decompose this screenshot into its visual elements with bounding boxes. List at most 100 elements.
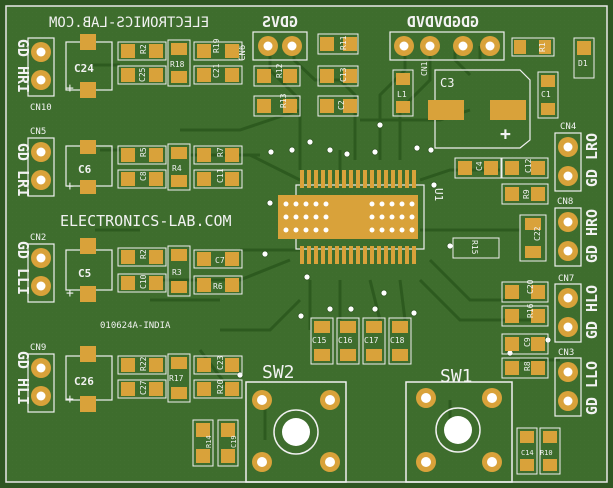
board-outline [5, 5, 608, 483]
c14-label: C14 [521, 449, 534, 457]
smd-row4: R22 C27 R17 C23 R20 [117, 353, 243, 403]
c18-label: C18 [390, 336, 405, 345]
cn5-header: CN5 GD LRI [14, 127, 55, 197]
smd-right-mid: C4 C12 R9 [454, 157, 549, 205]
r20-label: R20 [216, 379, 225, 394]
r3-label: R3 [172, 268, 182, 277]
smd-c22-r15: C22 R15 [452, 214, 547, 262]
c25-label: C25 [138, 67, 147, 82]
cn4-label: CN4 [560, 122, 576, 132]
c5-label: C5 [78, 267, 91, 280]
c2-label: C2 [337, 100, 346, 110]
top-mirrored-text: ELECTRONICS-LAB.COM [49, 15, 209, 31]
c24-cap: C24 + [65, 34, 113, 98]
c16-label: C16 [338, 336, 353, 345]
r22-label: R22 [139, 356, 148, 371]
r2-top-label: R2 [139, 44, 148, 54]
l1-inductor: L1 [392, 69, 414, 117]
c24-plus: + [66, 81, 74, 96]
c3-plus: + [500, 124, 511, 145]
c19-label: C19 [230, 435, 238, 448]
r12-label: R12 [275, 63, 284, 78]
gdvs-label: GDVS [262, 13, 298, 31]
vias [236, 106, 552, 379]
c6-plus: + [66, 179, 74, 194]
r4-label: R4 [172, 164, 182, 173]
c12-label: C12 [524, 158, 533, 173]
r6-label: R6 [213, 282, 223, 291]
smd-top-mid: R11 R12 C13 R13 C2 [253, 33, 359, 117]
gd-llo-label: GD LLO [583, 361, 601, 415]
c9-label: C9 [523, 337, 532, 347]
d1-label: D1 [578, 59, 588, 68]
gd-lri-label: GD LRI [14, 143, 32, 197]
r18-label: R18 [170, 60, 185, 69]
c7-label: C7 [215, 256, 225, 265]
sw2-label: SW2 [262, 362, 295, 383]
c27-label: C27 [139, 380, 148, 395]
r15-label: R15 [470, 240, 479, 255]
gd-hli-label: GD HLI [14, 351, 32, 405]
cn3-label: CN3 [558, 348, 574, 358]
gd-lro-label: GD LRO [583, 133, 601, 187]
smd-top-right: R1 C1 D1 [511, 37, 595, 119]
gd-hro-label: GD HRO [583, 209, 601, 263]
r16-label: R16 [526, 303, 535, 318]
smd-row1: R2 C25 R18 R19 C21 [117, 38, 243, 87]
main-title-text: ELECTRONICS-LAB.COM [60, 212, 232, 230]
c20-label: C20 [526, 279, 535, 294]
u1-footprint: U1 [278, 170, 445, 264]
cn2-label: CN2 [30, 233, 46, 243]
c3-label: C3 [440, 76, 454, 90]
cn7-label: CN7 [558, 274, 574, 284]
c10-label: C10 [139, 274, 148, 289]
cn10-header: CN10 GD HRI [14, 37, 55, 113]
c22-label: C22 [533, 226, 542, 241]
c6-label: C6 [78, 163, 92, 176]
c8-label: C8 [139, 171, 148, 181]
c1-label: C1 [541, 90, 551, 99]
l1-label: L1 [397, 90, 407, 99]
cn9-header: CN9 GD HLI [14, 343, 55, 413]
c23-label: C23 [216, 355, 225, 370]
smd-row2: R5 C8 R4 R7 C11 [117, 143, 243, 191]
c17-label: C17 [364, 336, 379, 345]
r8-label: R8 [523, 361, 532, 371]
c3-cap: C3 + [428, 69, 531, 149]
r10-label: R10 [540, 449, 553, 457]
c26-cap: C26 + [65, 346, 113, 412]
cn3-header: CN3 GD LLO [554, 348, 601, 417]
cn5-label: CN5 [30, 127, 46, 137]
cn8-label: CN8 [557, 197, 573, 207]
cn6-header: CN6 [238, 31, 308, 61]
r9-label: R9 [522, 189, 531, 199]
smd-right-lower: C20 R16 C9 R8 [501, 279, 549, 379]
r14-c19: R14 C19 [192, 419, 239, 467]
r17-label: R17 [169, 374, 184, 383]
r19-label: R19 [212, 38, 221, 53]
cn1-label: CN1 [420, 61, 429, 76]
c5-plus: + [66, 286, 74, 301]
c21-label: C21 [212, 63, 221, 78]
r2-mid-label: R2 [139, 249, 148, 259]
c6-cap: C6 + [65, 140, 113, 194]
smd-c15-c18: C15 C16 C17 C18 [310, 317, 412, 365]
gd-hlo-label: GD HLO [583, 285, 601, 339]
r5-label: R5 [139, 147, 148, 157]
r7-label: R7 [216, 147, 225, 157]
cn10-label: CN10 [30, 103, 52, 113]
cn4-header: CN4 GD LRO [554, 122, 601, 192]
code-text: 010624A-INDIA [100, 321, 171, 331]
r13-label: R13 [279, 93, 288, 108]
c4-label: C4 [475, 161, 484, 171]
r1-label: R1 [538, 42, 547, 52]
cn8-header: CN8 GD HRO [554, 197, 601, 267]
gd-hri-label: GD HRI [14, 39, 32, 93]
cn7-header: CN7 GD HLO [554, 274, 601, 343]
sw1-label: SW1 [440, 366, 473, 387]
cn1-header: CN1 [389, 31, 505, 76]
r11-label: R11 [339, 35, 348, 50]
smd-c14-r10: C14 R10 [516, 427, 561, 475]
c24-label: C24 [74, 62, 94, 75]
